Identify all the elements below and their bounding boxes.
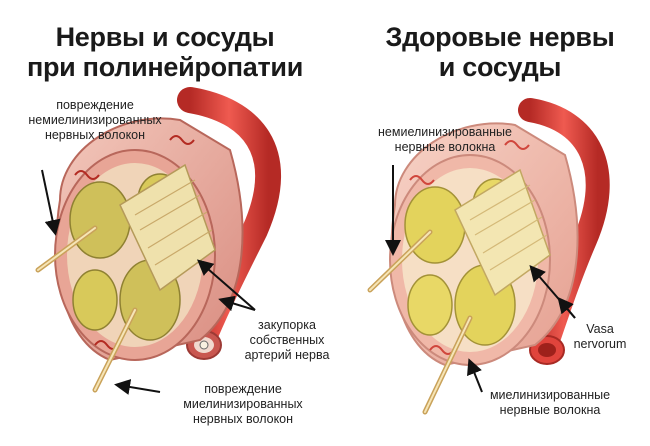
left-arrow-myelinated [114, 379, 161, 395]
label-line: собственных [249, 333, 325, 347]
left-nerve-diagram [35, 87, 282, 395]
label-line: нервных волокон [192, 412, 294, 426]
right-arrow-myelinated [467, 358, 483, 393]
label-line: повреждение [204, 382, 282, 396]
left-fascicle [69, 181, 131, 259]
right-title-line2: и сосуды [438, 52, 562, 82]
left-fascicle [72, 269, 118, 331]
right-label-vasa-nervorum: Vasa nervorum [565, 322, 635, 352]
left-artery-clot [199, 340, 209, 350]
left-fiber-bundle [119, 163, 216, 292]
label-line: миелинизированных [183, 397, 303, 411]
label-line: нервные волокна [394, 140, 496, 154]
right-title: Здоровые нервы и сосуды [360, 22, 640, 82]
label-line: артерий нерва [244, 348, 330, 362]
left-title-line1: Нервы и сосуды [55, 22, 275, 52]
right-arrow-vasa-2 [557, 296, 576, 319]
right-fascicle [404, 186, 466, 264]
right-fascicle [407, 274, 453, 336]
left-label-artery-occlusion: закупорка собственных артерий нерва [232, 318, 342, 363]
left-label-myelinated-damage: повреждение миелинизированных нервных во… [158, 382, 328, 427]
right-title-line1: Здоровые нервы [385, 22, 615, 52]
label-line: немиелинизированных [28, 113, 162, 127]
left-arrow-unmyelinated [41, 169, 61, 236]
label-line: закупорка [258, 318, 316, 332]
right-nerve-diagram [367, 98, 610, 415]
right-fiber-bundle [454, 168, 551, 297]
left-arrow-occlusion-2 [218, 295, 256, 312]
left-arrow-occlusion-1 [196, 259, 256, 311]
right-label-unmyelinated: немиелинизированные нервные волокна [345, 125, 545, 155]
label-line: nervorum [573, 337, 627, 351]
left-title-line2: при полинейропатии [26, 52, 304, 82]
label-line: Vasa [586, 322, 614, 336]
label-line: миелинизированные [489, 388, 611, 402]
left-label-unmyelinated-damage: повреждение немиелинизированных нервных … [10, 98, 180, 143]
label-line: немиелинизированные [378, 125, 512, 139]
label-line: повреждение [56, 98, 134, 112]
left-title: Нервы и сосуды при полинейропатии [10, 22, 320, 82]
right-label-myelinated: миелинизированные нервные волокна [460, 388, 640, 418]
label-line: нервные волокна [499, 403, 601, 417]
label-line: нервных волокон [44, 128, 146, 142]
